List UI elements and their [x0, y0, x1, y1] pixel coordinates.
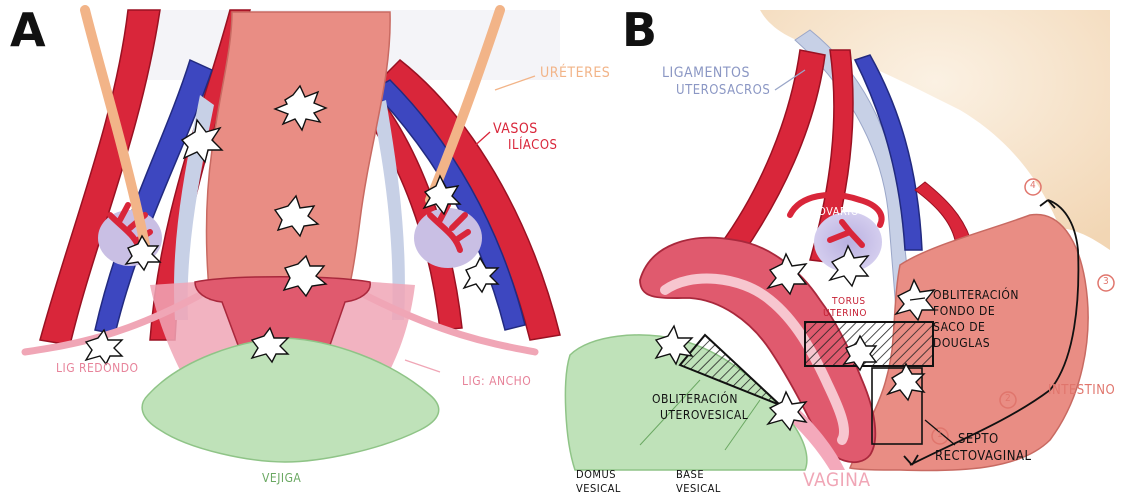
- label-septo-2: RECTOVAGINAL: [935, 450, 1032, 464]
- label-vasos-1: VASOS: [493, 122, 538, 137]
- label-torus-2: UTERINO: [823, 309, 867, 320]
- lig-ancho-pointer: [405, 360, 440, 372]
- panel-a-letter: A: [10, 6, 46, 54]
- label-torus-1: TORUS: [832, 297, 866, 308]
- label-vagina: VAGINA: [803, 471, 871, 491]
- label-base-2: VESICAL: [676, 483, 721, 495]
- label-oblit-uv-1: OBLITERACIÓN: [652, 393, 738, 406]
- label-ovario: OVARIO: [818, 206, 859, 218]
- marker-3-label: 3: [1103, 277, 1109, 288]
- rectum: [206, 12, 390, 300]
- panel-b-letter: B: [622, 6, 657, 54]
- label-ligamentos-2: UTEROSACROS: [676, 84, 770, 98]
- label-lig-redondo: LIG REDONDO: [56, 362, 139, 375]
- panel-b: [565, 10, 1114, 471]
- label-vejiga: VEJIGA: [262, 472, 301, 485]
- label-septo-1: SEPTO: [958, 433, 999, 447]
- label-oblit-douglas-4: DOUGLAS: [933, 337, 990, 350]
- marker-1-label: 1: [937, 430, 943, 441]
- right-ovary: [414, 208, 482, 268]
- label-ureteres: URÉTERES: [540, 66, 610, 81]
- marker-4-label: 4: [1030, 181, 1036, 192]
- label-oblit-douglas-2: FONDO DE: [933, 305, 995, 318]
- label-domus-1: DOMUS: [576, 469, 616, 481]
- panel-a: [25, 10, 560, 462]
- label-oblit-douglas-1: OBLITERACIÓN: [933, 289, 1019, 302]
- label-intestino: INTESTINO: [1048, 384, 1115, 398]
- label-lig-ancho: LIG: ANCHO: [462, 375, 531, 388]
- label-domus-2: VESICAL: [576, 483, 621, 495]
- label-oblit-douglas-3: SACO DE: [933, 321, 985, 334]
- marker-2-label: 2: [1005, 394, 1011, 405]
- label-vasos-2: ILÍACOS: [508, 139, 557, 153]
- label-ligamentos-1: LIGAMENTOS: [662, 66, 750, 81]
- branch-artery-b: [915, 182, 970, 240]
- label-base-1: BASE: [676, 469, 704, 481]
- label-oblit-uv-2: UTEROVESICAL: [660, 409, 748, 422]
